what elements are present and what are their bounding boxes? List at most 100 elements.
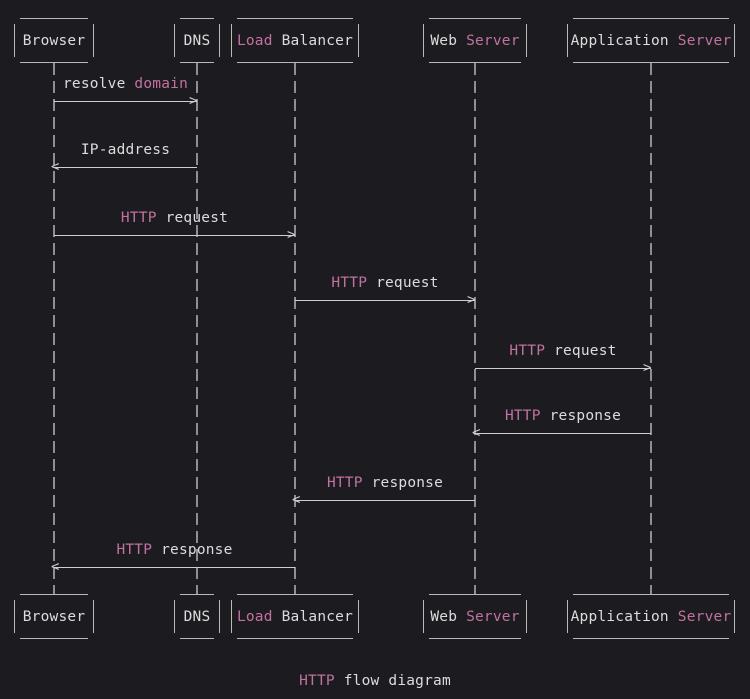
message-label-ip-address: IP-address xyxy=(54,142,197,158)
participant-box-dns-bottom[interactable]: DNS xyxy=(174,594,220,639)
text-run: response xyxy=(540,408,622,424)
participant-label-load-balancer: Load Balancer xyxy=(231,18,359,63)
diagram-caption: HTTP flow diagram xyxy=(0,673,750,689)
box-border-segment xyxy=(423,600,424,633)
participant-box-browser-top[interactable]: Browser xyxy=(14,18,94,63)
arrowhead-left-icon: < xyxy=(51,559,60,575)
box-border-segment xyxy=(573,594,729,595)
box-border-segment xyxy=(573,638,729,639)
arrowhead-right-icon: > xyxy=(189,93,198,109)
lifeline-load-balancer xyxy=(294,63,296,594)
message-label-http-response-app-web: HTTP response xyxy=(475,408,651,424)
box-border-segment xyxy=(429,638,521,639)
text-run: Balancer xyxy=(272,608,354,625)
box-border-segment xyxy=(526,600,527,633)
box-border-segment xyxy=(93,600,94,633)
text-run: domain xyxy=(125,76,189,92)
box-border-segment xyxy=(219,600,220,633)
text-run: HTTP xyxy=(509,343,546,359)
text-run: Load xyxy=(236,608,273,625)
text-run: Application xyxy=(570,608,669,625)
box-border-segment xyxy=(429,594,521,595)
box-border-segment xyxy=(231,24,232,57)
message-label-http-request-lb-web: HTTP request xyxy=(295,275,475,291)
participant-label-web-server: Web Server xyxy=(423,594,527,639)
message-arrow-http-request-lb-web: > xyxy=(295,293,475,307)
message-arrow-http-request-browser-lb: > xyxy=(54,227,296,243)
text-run: Browser xyxy=(22,32,86,49)
participant-label-application-server: Application Server xyxy=(567,594,735,639)
text-run: flow diagram xyxy=(334,673,451,689)
box-border-segment xyxy=(20,638,88,639)
participant-box-application-server-top[interactable]: Application Server xyxy=(567,18,735,63)
box-border-segment xyxy=(237,18,353,19)
lifeline-dns xyxy=(196,63,198,594)
arrow-shaft xyxy=(475,433,651,434)
arrow-shaft xyxy=(54,101,197,102)
lifeline-browser xyxy=(53,63,55,594)
box-border-segment xyxy=(180,18,214,19)
participant-box-dns-top[interactable]: DNS xyxy=(174,18,220,63)
box-border-segment xyxy=(423,24,424,57)
participant-box-load-balancer-top[interactable]: Load Balancer xyxy=(231,18,359,63)
arrowhead-right-icon: > xyxy=(287,227,296,243)
box-border-segment xyxy=(231,600,232,633)
arrowhead-left-icon: < xyxy=(51,159,60,175)
participant-box-web-server-top[interactable]: Web Server xyxy=(423,18,527,63)
box-border-segment xyxy=(20,594,88,595)
text-run: response xyxy=(362,475,444,491)
message-arrow-ip-address: < xyxy=(51,159,197,175)
box-border-segment xyxy=(237,638,353,639)
box-border-segment xyxy=(734,600,735,633)
box-border-segment xyxy=(237,62,353,63)
arrow-shaft xyxy=(54,167,197,168)
text-run: HTTP xyxy=(331,275,368,291)
participant-box-browser-bottom[interactable]: Browser xyxy=(14,594,94,639)
text-run: Server xyxy=(457,32,520,49)
box-border-segment xyxy=(526,24,527,57)
text-run: Web xyxy=(430,32,458,49)
arrow-shaft xyxy=(54,235,295,236)
box-border-segment xyxy=(14,600,15,633)
message-arrow-http-response-web-lb: < xyxy=(292,492,475,508)
lifeline-web-server xyxy=(474,63,476,594)
arrow-shaft xyxy=(54,567,295,568)
participant-label-browser: Browser xyxy=(14,594,94,639)
participant-box-application-server-bottom[interactable]: Application Server xyxy=(567,594,735,639)
text-run: Server xyxy=(668,608,732,625)
text-run: response xyxy=(152,542,233,558)
participant-box-web-server-bottom[interactable]: Web Server xyxy=(423,594,527,639)
text-run: IP-address xyxy=(80,142,171,158)
box-border-segment xyxy=(180,638,214,639)
participant-label-dns: DNS xyxy=(174,594,220,639)
text-run: Browser xyxy=(22,608,86,625)
participant-box-load-balancer-bottom[interactable]: Load Balancer xyxy=(231,594,359,639)
box-border-segment xyxy=(180,594,214,595)
text-run: HTTP xyxy=(299,673,335,689)
message-label-http-response-lb-browser: HTTP response xyxy=(54,542,295,558)
lifeline-application-server xyxy=(650,63,652,594)
message-label-http-request-web-app: HTTP request xyxy=(475,343,651,359)
box-border-segment xyxy=(567,24,568,57)
box-border-segment xyxy=(237,594,353,595)
text-run: HTTP xyxy=(120,210,157,226)
box-border-segment xyxy=(573,62,729,63)
text-run: Web xyxy=(430,608,458,625)
box-border-segment xyxy=(358,600,359,633)
message-label-http-response-web-lb: HTTP response xyxy=(295,475,475,491)
box-border-segment xyxy=(93,24,94,57)
participant-label-application-server: Application Server xyxy=(567,18,735,63)
text-run: HTTP xyxy=(116,542,153,558)
participant-label-dns: DNS xyxy=(174,18,220,63)
box-border-segment xyxy=(14,24,15,57)
text-run: HTTP xyxy=(504,408,541,424)
message-arrow-resolve-domain: > xyxy=(54,93,198,109)
text-run: Application xyxy=(570,32,669,49)
text-run: request xyxy=(367,275,439,291)
arrowhead-left-icon: < xyxy=(292,492,301,508)
text-run: Balancer xyxy=(272,32,354,49)
participant-label-browser: Browser xyxy=(14,18,94,63)
message-arrow-http-response-app-web: < xyxy=(472,426,651,440)
text-run: DNS xyxy=(183,32,211,49)
participant-label-web-server: Web Server xyxy=(423,18,527,63)
